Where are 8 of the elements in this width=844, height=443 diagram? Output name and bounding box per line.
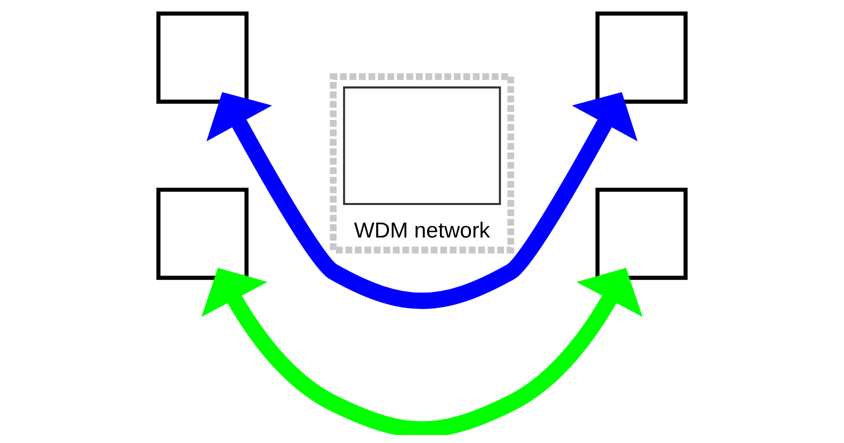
node-box bbox=[595, 12, 688, 104]
node-box bbox=[595, 188, 688, 280]
node-box bbox=[156, 188, 249, 280]
node-box bbox=[343, 86, 501, 205]
arrow bbox=[201, 268, 643, 435]
arrow bbox=[206, 92, 638, 309]
node-box bbox=[156, 12, 249, 104]
cluster: WDM network bbox=[330, 73, 514, 254]
